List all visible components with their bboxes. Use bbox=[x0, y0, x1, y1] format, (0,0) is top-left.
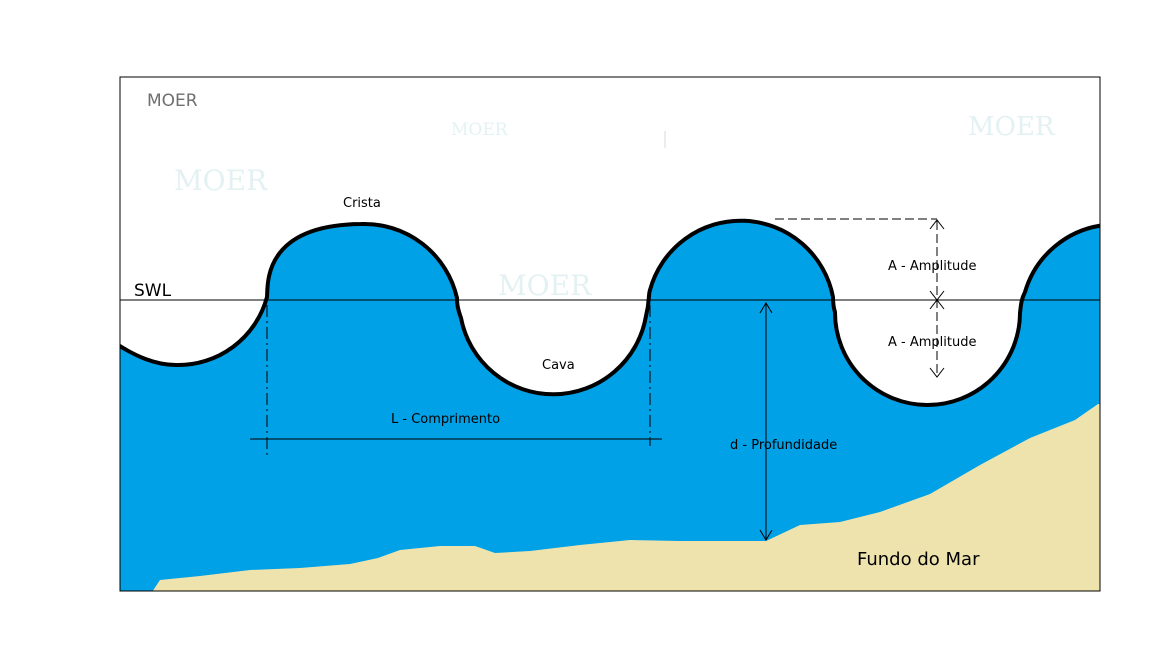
amplitude-label-upper: A - Amplitude bbox=[888, 259, 976, 274]
wavelength-label: L - Comprimento bbox=[391, 412, 500, 427]
watermark-faint: MOER bbox=[968, 112, 1056, 142]
crest-label: Crista bbox=[343, 196, 381, 211]
amplitude-arrow-mid-down bbox=[929, 299, 945, 310]
diagram-frame bbox=[119, 76, 1101, 592]
depth-label: d - Profundidade bbox=[730, 438, 837, 453]
depth-arrow-bottom bbox=[759, 529, 773, 541]
seabed bbox=[152, 404, 1100, 591]
depth-arrow-top bbox=[759, 302, 773, 314]
wave-surface-outline bbox=[120, 218, 1100, 407]
seabed-label: Fundo do Mar bbox=[857, 549, 980, 570]
watermark-faint: MOER bbox=[174, 164, 268, 197]
amplitude-arrow-top bbox=[929, 219, 945, 230]
amplitude-label-lower: A - Amplitude bbox=[888, 335, 976, 350]
amplitude-arrow-bottom bbox=[929, 367, 945, 378]
water-body bbox=[120, 220, 1100, 591]
trough-label: Cava bbox=[542, 358, 575, 373]
watermark-gray: MOER bbox=[147, 91, 198, 111]
watermark-faint: MOER bbox=[451, 120, 509, 140]
watermark-faint: MOER bbox=[498, 269, 592, 302]
swl-label: SWL bbox=[134, 281, 172, 301]
